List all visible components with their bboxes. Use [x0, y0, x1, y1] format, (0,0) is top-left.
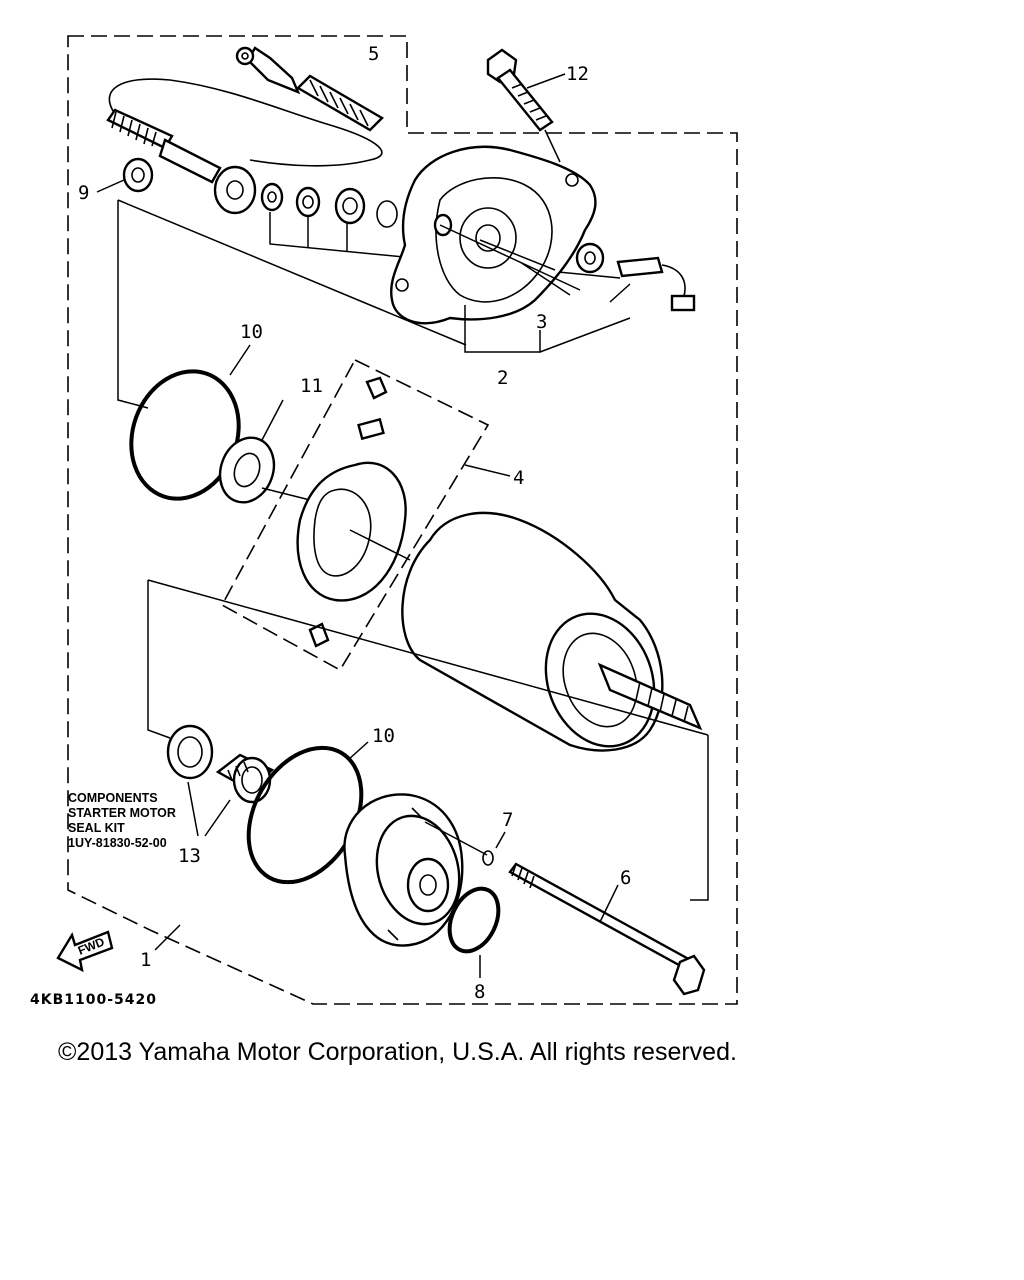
- callout-2: 2: [497, 367, 508, 389]
- copyright-notice: ©2013 Yamaha Motor Corporation, U.S.A. A…: [58, 1038, 737, 1066]
- kit-note-line-1: COMPONENTS: [68, 791, 158, 805]
- part-washers-row: [260, 182, 621, 279]
- part-7-small-o-ring: [482, 831, 506, 866]
- kit-note-line-2: STARTER MOTOR: [68, 806, 176, 820]
- part-11-washer: [218, 399, 311, 504]
- callout-4: 4: [513, 467, 524, 489]
- part-6-through-bolt: [508, 862, 706, 996]
- callout-3: 3: [536, 311, 547, 333]
- callout-6: 6: [620, 867, 631, 889]
- kit-note-line-4: 1UY-81830-52-00: [68, 836, 167, 850]
- part-8-o-ring: [447, 886, 501, 978]
- callout-9: 9: [78, 182, 89, 204]
- kit-note-line-3: SEAL KIT: [68, 821, 125, 835]
- part-front-cover: [343, 793, 488, 947]
- callout-1: 1: [140, 949, 151, 971]
- part-13-seal-bearing: [166, 724, 275, 837]
- callout-5: 5: [368, 43, 379, 65]
- drawing-code: 4KB1100-5420: [30, 992, 157, 1008]
- fwd-arrow-icon: FWD: [56, 930, 114, 973]
- callout-12: 12: [566, 63, 589, 85]
- callout-8: 8: [474, 981, 485, 1003]
- part-1-leader: [154, 924, 181, 951]
- callout-11: 11: [300, 375, 323, 397]
- callout-7: 7: [502, 809, 513, 831]
- part-yoke-armature: [147, 511, 709, 901]
- starter-motor-exploded-diagram: 5 12 9 3 2 10 11 4 10 7 13 6 1 8 COMPONE…: [30, 35, 738, 1008]
- part-rear-cover: [390, 145, 696, 353]
- callout-10-lower: 10: [372, 725, 395, 747]
- part-12-bolt: [486, 48, 566, 163]
- part-4-brush-plate: [220, 358, 511, 672]
- callout-13: 13: [178, 845, 201, 867]
- assembly-boundary: [67, 35, 738, 1005]
- callout-10-upper: 10: [240, 321, 263, 343]
- part-9-nut: [96, 157, 154, 193]
- part-5-cable-lead: [106, 46, 384, 215]
- part-2-3-bracket: [117, 199, 631, 409]
- seal-kit-note: COMPONENTS STARTER MOTOR SEAL KIT 1UY-81…: [68, 791, 176, 850]
